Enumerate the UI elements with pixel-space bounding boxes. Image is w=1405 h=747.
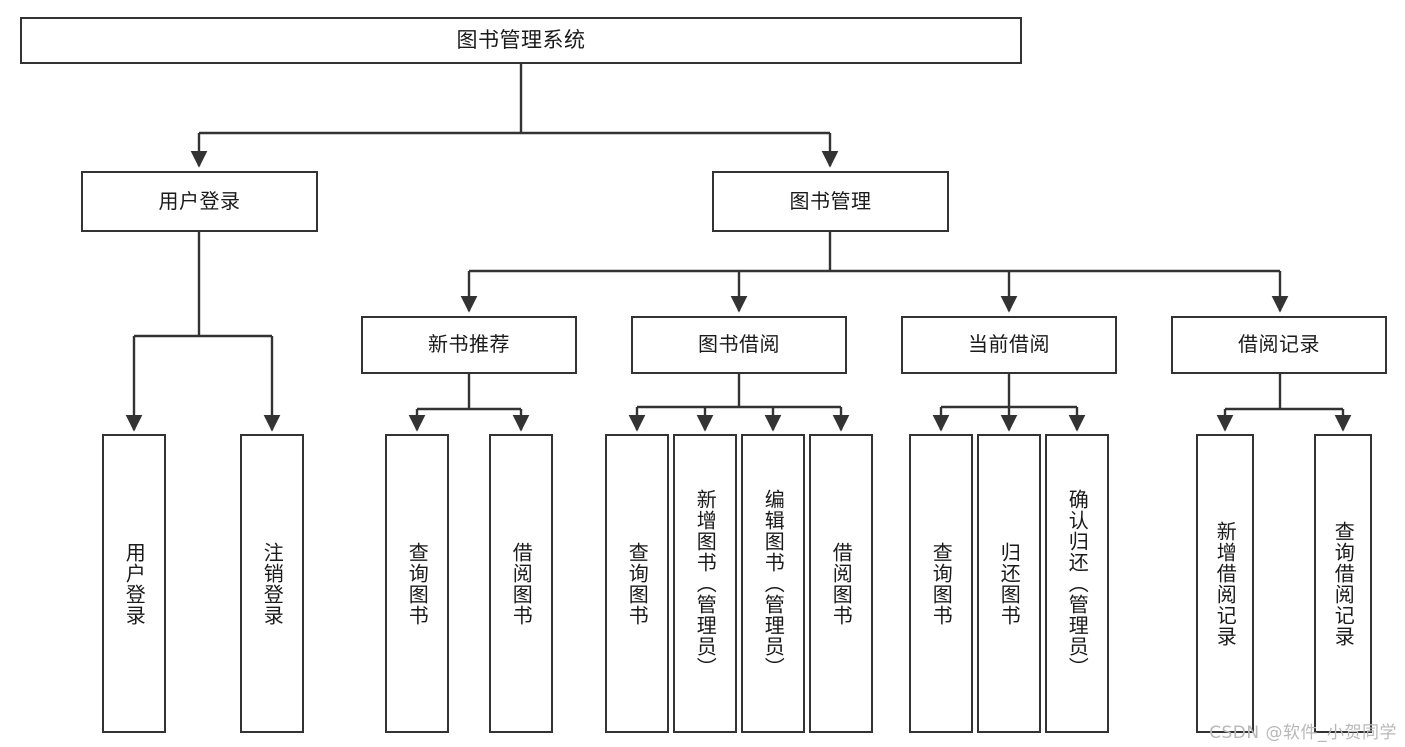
leaf-confirm-return-admin[interactable]: 确认归还（管理员） xyxy=(1045,434,1109,733)
leaf-query-borrow-record-label: 查询借阅记录 xyxy=(1331,520,1356,647)
leaf-add-borrow-record-label: 新增借阅记录 xyxy=(1213,520,1238,647)
node-borrow-record[interactable]: 借阅记录 xyxy=(1171,316,1387,374)
leaf-query-book-3-label: 查询图书 xyxy=(929,541,954,626)
leaf-user-login-label: 用户登录 xyxy=(122,541,147,626)
leaf-query-book-1-label: 查询图书 xyxy=(405,541,430,626)
csdn-watermark: CSDN @软件_小贺同学 xyxy=(1209,723,1397,743)
node-book-borrow-label: 图书借阅 xyxy=(698,332,780,357)
leaf-add-book-admin-label: 新增图书（管理员） xyxy=(693,489,718,678)
leaf-query-book-1[interactable]: 查询图书 xyxy=(385,434,449,733)
leaf-query-borrow-record[interactable]: 查询借阅记录 xyxy=(1314,434,1372,733)
leaf-return-book[interactable]: 归还图书 xyxy=(977,434,1041,733)
leaf-borrow-book-1-label: 借阅图书 xyxy=(509,541,534,626)
leaf-edit-book-admin[interactable]: 编辑图书（管理员） xyxy=(741,434,805,733)
leaf-edit-book-admin-label: 编辑图书（管理员） xyxy=(761,489,786,678)
node-root-label: 图书管理系统 xyxy=(456,28,586,53)
leaf-confirm-return-admin-label: 确认归还（管理员） xyxy=(1065,489,1090,678)
node-user-login[interactable]: 用户登录 xyxy=(81,171,318,232)
node-user-login-label: 用户登录 xyxy=(158,188,241,213)
leaf-logout-label: 注销登录 xyxy=(260,541,285,626)
node-book-manage[interactable]: 图书管理 xyxy=(712,171,949,232)
node-root[interactable]: 图书管理系统 xyxy=(20,17,1022,64)
leaf-borrow-book-2[interactable]: 借阅图书 xyxy=(809,434,873,733)
leaf-query-book-2-label: 查询图书 xyxy=(625,541,650,626)
node-new-book-recommend-label: 新书推荐 xyxy=(428,332,510,357)
leaf-borrow-book-2-label: 借阅图书 xyxy=(829,541,854,626)
leaf-borrow-book-1[interactable]: 借阅图书 xyxy=(489,434,553,733)
leaf-logout[interactable]: 注销登录 xyxy=(240,434,304,733)
node-book-manage-label: 图书管理 xyxy=(789,188,872,213)
node-current-borrow-label: 当前借阅 xyxy=(968,332,1050,357)
leaf-query-book-3[interactable]: 查询图书 xyxy=(909,434,973,733)
node-book-borrow[interactable]: 图书借阅 xyxy=(631,316,847,374)
leaf-query-book-2[interactable]: 查询图书 xyxy=(605,434,669,733)
leaf-add-book-admin[interactable]: 新增图书（管理员） xyxy=(673,434,737,733)
leaf-user-login[interactable]: 用户登录 xyxy=(102,434,166,733)
node-new-book-recommend[interactable]: 新书推荐 xyxy=(361,316,577,374)
node-current-borrow[interactable]: 当前借阅 xyxy=(901,316,1117,374)
leaf-add-borrow-record[interactable]: 新增借阅记录 xyxy=(1196,434,1254,733)
leaf-return-book-label: 归还图书 xyxy=(997,541,1022,626)
node-borrow-record-label: 借阅记录 xyxy=(1238,332,1320,357)
